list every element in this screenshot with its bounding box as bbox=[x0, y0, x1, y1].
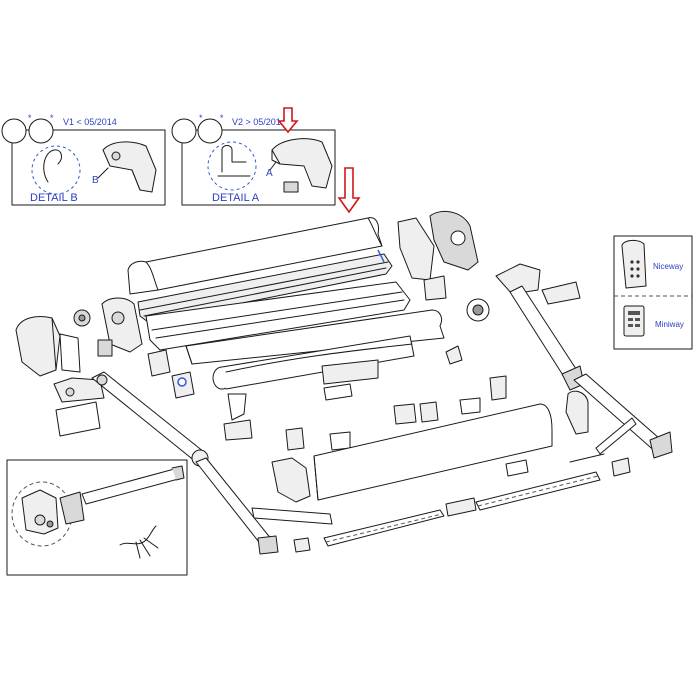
detail-b-version: V1 < 05/2014 bbox=[63, 117, 117, 127]
front-profile-part bbox=[145, 281, 411, 351]
arm-bracket-part bbox=[565, 390, 589, 435]
arm-rod-part bbox=[251, 507, 333, 525]
detail-a-circle bbox=[207, 141, 257, 191]
fabric-cover-part bbox=[185, 309, 445, 365]
arm-support-rod-part bbox=[595, 417, 637, 455]
detail-a-letter: A bbox=[266, 168, 273, 179]
mid-fittings-parts bbox=[147, 349, 507, 451]
left-end-plate-part bbox=[73, 297, 143, 357]
small-block-part bbox=[283, 181, 299, 193]
left-bracket-parts bbox=[53, 377, 105, 437]
roller-tube-part bbox=[212, 335, 415, 390]
niceway-label: Niceway bbox=[653, 262, 683, 271]
right-end-cap-part bbox=[397, 210, 490, 322]
miniway-label: Miniway bbox=[655, 320, 684, 329]
motor-bracket-part bbox=[21, 489, 59, 535]
remote-controls-panel[interactable]: Niceway Miniway bbox=[613, 235, 693, 350]
end-bracket-part bbox=[55, 401, 101, 437]
detail-b-letter: B bbox=[92, 175, 99, 186]
top-profile-rail-part bbox=[137, 249, 393, 323]
miniway-remote-icon bbox=[623, 305, 645, 337]
small-lid-part bbox=[445, 345, 463, 365]
motor-head-part bbox=[59, 491, 85, 525]
front-bar-end-cap-part bbox=[271, 457, 311, 503]
detail-b-panel[interactable]: * * V1 < 05/2014 DETAIL B B bbox=[1, 113, 166, 206]
detail-a-version: V2 > 05/2014 bbox=[232, 117, 286, 127]
detail-b-circle bbox=[31, 145, 81, 195]
star-mark: * bbox=[199, 113, 203, 123]
callout-circle bbox=[1, 118, 27, 144]
callout-circle bbox=[171, 118, 197, 144]
clip-strip-part bbox=[321, 359, 379, 385]
front-bar-part bbox=[271, 403, 553, 503]
highlight-arrow bbox=[277, 107, 299, 134]
cassette-hood-part bbox=[127, 217, 383, 295]
callout-circle bbox=[197, 118, 223, 144]
detail-a-title: DETAIL A bbox=[212, 192, 260, 204]
motor-detail-panel[interactable] bbox=[6, 459, 188, 576]
detail-a-panel[interactable]: * * V2 > 05/2014 DETAIL A A bbox=[171, 113, 336, 206]
star-mark: * bbox=[50, 113, 54, 123]
detail-b-title: DETAIL B bbox=[30, 192, 78, 204]
star-mark: * bbox=[220, 113, 224, 123]
star-mark: * bbox=[28, 113, 32, 123]
hook-icon bbox=[43, 149, 62, 183]
niceway-remote-icon bbox=[621, 239, 647, 289]
bracket-hook-icon bbox=[221, 145, 247, 173]
callout-circle bbox=[28, 118, 54, 144]
right-folding-arm-part bbox=[495, 263, 673, 459]
left-motor-housing-part bbox=[15, 316, 81, 377]
lower-rail-part bbox=[293, 453, 631, 553]
left-folding-arm-part bbox=[91, 371, 333, 555]
end-cap-part bbox=[271, 138, 333, 189]
highlight-arrow bbox=[337, 167, 361, 214]
